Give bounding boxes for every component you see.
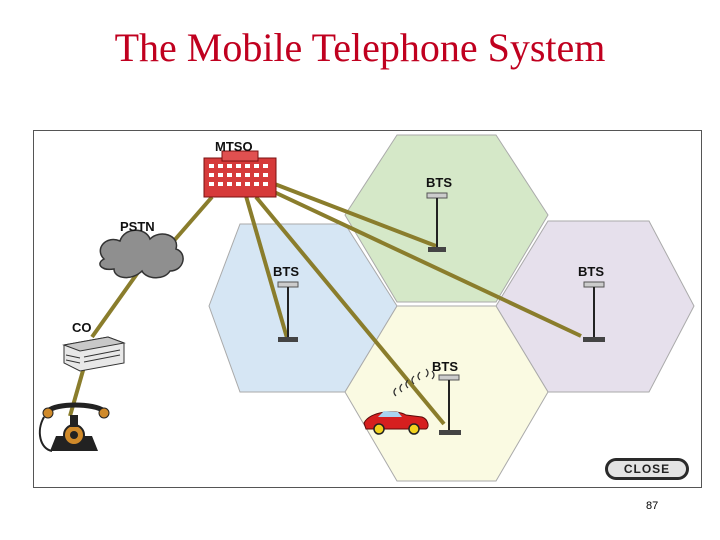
link-co-phone [68,366,86,417]
bts-left-label: BTS [273,264,299,279]
close-button[interactable]: CLOSE [605,458,689,480]
slide-title: The Mobile Telephone System [114,25,606,70]
mtso-label: MTSO [215,139,253,154]
link-pstn-co [90,269,141,339]
diagram-frame: MTSO PSTN CO [33,130,702,488]
diagram-canvas: MTSO PSTN CO [38,134,695,482]
close-button-label: CLOSE [624,462,670,476]
mtso-links [68,181,582,426]
bts-right-label: BTS [578,264,604,279]
cell-bottom [344,305,549,482]
link-mtso-bts-left [244,195,289,339]
link-mtso-bts-top [271,181,437,248]
bts-tower-left-icon [277,281,299,342]
bts-tower-right-icon [583,281,605,342]
bts-top-label: BTS [426,175,452,190]
bts-tower-bottom-icon [438,374,461,435]
radio-waves-icon [393,368,435,397]
link-mtso-bts-bottom [254,195,446,426]
bts-bottom-label: BTS [432,359,458,374]
pstn-label: PSTN [120,219,155,234]
cell-top [344,134,549,303]
page-number: 87 [646,500,659,512]
link-mtso-bts-right [271,189,582,338]
link-mtso-pstn [170,195,214,245]
bts-tower-top-icon [426,192,448,252]
car-icon [363,411,429,435]
co-label: CO [72,320,92,335]
pstn-cloud-icon [99,229,184,279]
mtso-building-icon [203,150,277,198]
co-building-icon [62,336,126,372]
telephone-icon [38,402,110,452]
